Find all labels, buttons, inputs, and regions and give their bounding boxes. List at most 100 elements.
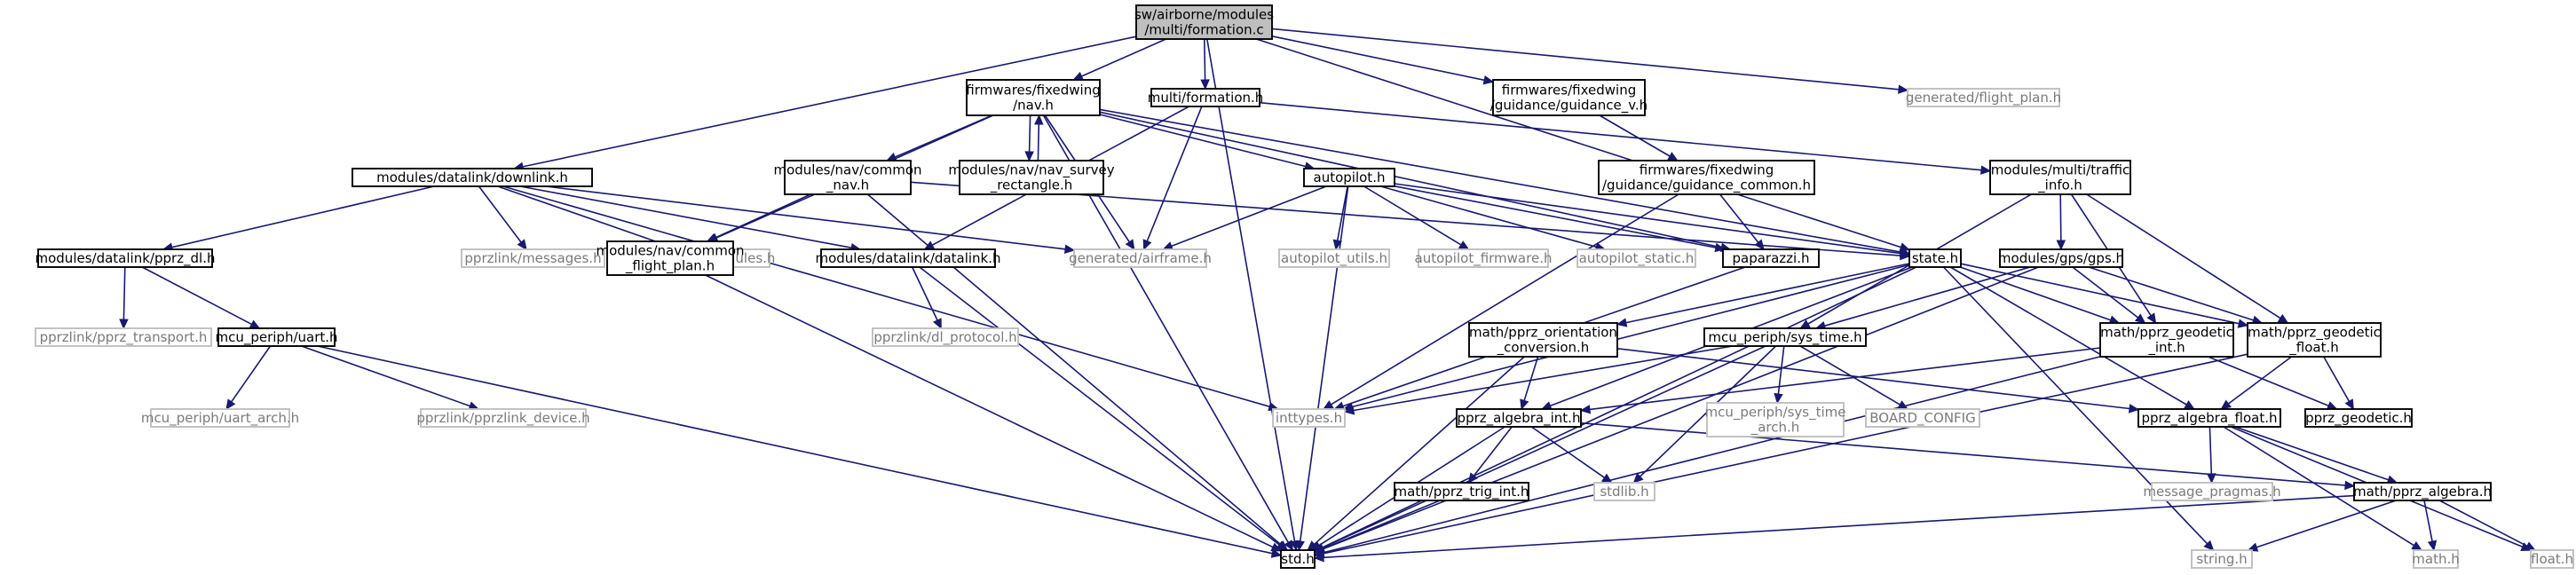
node-pprz_algebra_h[interactable]: math/pprz_algebra.h <box>2353 482 2492 501</box>
node-box <box>1722 248 1820 268</box>
edge-arrowhead <box>1458 240 1470 250</box>
node-label-line: pprzlink/dl_protocol.h <box>873 329 1016 346</box>
node-label-line: math/pprz_algebra.h <box>2353 484 2492 500</box>
edge-arrowhead <box>1667 152 1679 161</box>
node-downlink_h[interactable]: modules/datalink/downlink.h <box>352 168 593 187</box>
node-label-line: /multi/formation.c <box>1144 22 1263 38</box>
node-autopilot_utils_h: autopilot_utils.h <box>1278 248 1390 268</box>
edge-arrowhead <box>1579 405 1592 414</box>
node-label-line: pprz_geodetic.h <box>2305 410 2412 427</box>
node-formation_h[interactable]: multi/formation.h <box>1148 88 1264 107</box>
edge-line <box>1353 345 1734 412</box>
node-pprz_dl_h[interactable]: modules/datalink/pprz_dl.h <box>36 248 216 268</box>
node-guidance_common_h[interactable]: firmwares/fixedwing/guidance/guidance_co… <box>1598 160 1815 195</box>
node-geodetic_int_h[interactable]: math/pprz_geodetic_int.h <box>2099 322 2234 358</box>
node-layer: sw/airborne/modules/multi/formation.c std… <box>35 4 2574 569</box>
edge-autopilot_h-to-airframe_h <box>1162 185 1327 251</box>
edge-line <box>1799 345 1900 406</box>
node-label-line: pprz_algebra_int.h <box>1458 410 1581 427</box>
node-fw_guidance_v_h[interactable]: firmwares/fixedwing/guidance/guidance_v.… <box>1490 79 1648 116</box>
edge-nav_survey_h-to-fw_nav_h <box>1034 114 1044 161</box>
node-label-line: sw/airborne/modules <box>1134 7 1274 23</box>
edge-datalink_h-to-std_h <box>919 266 1288 551</box>
node-sys_time_h[interactable]: mcu_periph/sys_time.h <box>1703 327 1867 347</box>
node-box <box>1999 248 2123 268</box>
edge-arrowhead <box>1024 151 1034 162</box>
node-fw_nav_h[interactable]: firmwares/fixedwing/nav.h <box>966 79 1101 116</box>
node-label-line: std.h <box>1281 551 1315 567</box>
edge-line <box>1473 426 1513 477</box>
node-algebra_int_h[interactable]: pprz_algebra_int.h <box>1456 408 1582 428</box>
node-label-line: inttypes.h <box>1276 410 1342 426</box>
node-box <box>2137 408 2281 428</box>
edge-formation_c-to-fw_guidance_v_h <box>1271 35 1495 85</box>
edge-arrowhead <box>1276 540 1288 551</box>
node-traffic_info_h[interactable]: modules/multi/traffic_info.h <box>1989 160 2131 195</box>
node-message_pragmas_h: message_pragmas.h <box>2143 482 2281 501</box>
node-box <box>959 160 1104 195</box>
edge-downlink_h-to-airframe_h <box>545 185 1076 255</box>
node-box <box>1468 322 1618 358</box>
node-std_h[interactable]: std.h <box>1280 549 1316 569</box>
node-box <box>1150 88 1260 107</box>
node-label-line: generated/flight_plan.h <box>1906 90 2061 106</box>
node-geodetic_float_h[interactable]: math/pprz_geodetic_float.h <box>2247 322 2382 358</box>
edge-line <box>1259 101 1982 171</box>
edge-arrowhead <box>1200 79 1210 91</box>
node-label-line: mcu_periph/sys_time <box>1705 405 1846 421</box>
edge-arrowhead <box>1899 248 1911 258</box>
node-box <box>606 240 734 276</box>
node-nav_flight_plan_h[interactable]: modules/nav/common_flight_plan.h <box>596 240 745 276</box>
node-label-line: autopilot_firmware.h <box>1415 250 1553 267</box>
node-label-line: math/pprz_orientation <box>1469 325 1617 342</box>
node-label-line: mcu_periph/uart_arch.h <box>141 410 299 427</box>
node-box <box>784 160 912 195</box>
edge-line <box>1099 111 1722 248</box>
node-pprz_geodetic_h[interactable]: pprz_geodetic.h <box>2304 408 2413 428</box>
node-dl_protocol_h: pprzlink/dl_protocol.h <box>872 327 1019 347</box>
node-label-line: autopilot_static.h <box>1579 250 1695 267</box>
edge-uart_h-to-pprzlink_device_h <box>301 345 480 411</box>
node-box <box>1394 482 1529 501</box>
node-formation_c[interactable]: sw/airborne/modules/multi/formation.c <box>1134 4 1274 40</box>
edge-line <box>2086 193 2281 319</box>
edge-trig_int_h-to-std_h <box>1313 500 1441 554</box>
node-uart_h[interactable]: mcu_periph/uart.h <box>215 327 338 347</box>
edge-line <box>2227 356 2292 405</box>
edge-line <box>301 345 470 407</box>
node-paparazzi_h[interactable]: paparazzi.h <box>1722 248 1820 268</box>
node-trig_int_h[interactable]: math/pprz_trig_int.h <box>1394 482 1529 501</box>
node-label-line: pprzlink/messages.h <box>464 250 601 266</box>
edge-arrowhead <box>1520 398 1529 411</box>
node-label-line: _rectangle.h <box>990 177 1073 194</box>
node-box <box>150 408 290 428</box>
node-orientation_conv_h[interactable]: math/pprz_orientation_conversion.h <box>1468 322 1618 358</box>
node-autopilot_h[interactable]: autopilot.h <box>1303 168 1395 187</box>
node-algebra_float_h[interactable]: pprz_algebra_float.h <box>2137 408 2281 428</box>
node-box <box>1418 248 1549 268</box>
edge-arrowhead <box>225 398 236 410</box>
edge-line <box>545 185 1066 250</box>
edge-line <box>1960 263 2240 325</box>
edge-line <box>1824 266 2031 327</box>
edge-arrowhead <box>1322 400 1334 410</box>
node-nav_common_nav_h[interactable]: modules/nav/common_nav.h <box>773 160 922 195</box>
edge-line <box>2072 266 2138 319</box>
node-label-line: modules/multi/traffic <box>1991 162 2130 178</box>
node-nav_survey_h[interactable]: modules/nav/nav_survey_rectangle.h <box>948 160 1115 195</box>
edge-line <box>1380 185 1597 248</box>
edge-arrowhead <box>517 239 527 250</box>
node-datalink_h[interactable]: modules/datalink/datalink.h <box>815 248 1001 268</box>
edge-line <box>1322 345 1766 548</box>
node-label-line: autopilot.h <box>1314 169 1386 185</box>
node-label-line: math/pprz_geodetic <box>2248 325 2381 342</box>
edge-datalink_h-to-dl_protocol_h <box>911 266 942 330</box>
node-label-line: generated/airframe.h <box>1069 250 1212 266</box>
node-gps_h[interactable]: modules/gps/gps.h <box>1998 248 2124 268</box>
node-state_h[interactable]: state.h <box>1908 248 1962 268</box>
node-box <box>2304 408 2413 428</box>
edge-nav_common_nav_h-to-nav_flight_plan_h <box>706 193 811 242</box>
edge-arrowhead <box>1295 540 1305 552</box>
edge-line <box>1322 500 1441 550</box>
edge-traffic_info_h-to-gps_h <box>2056 193 2066 251</box>
